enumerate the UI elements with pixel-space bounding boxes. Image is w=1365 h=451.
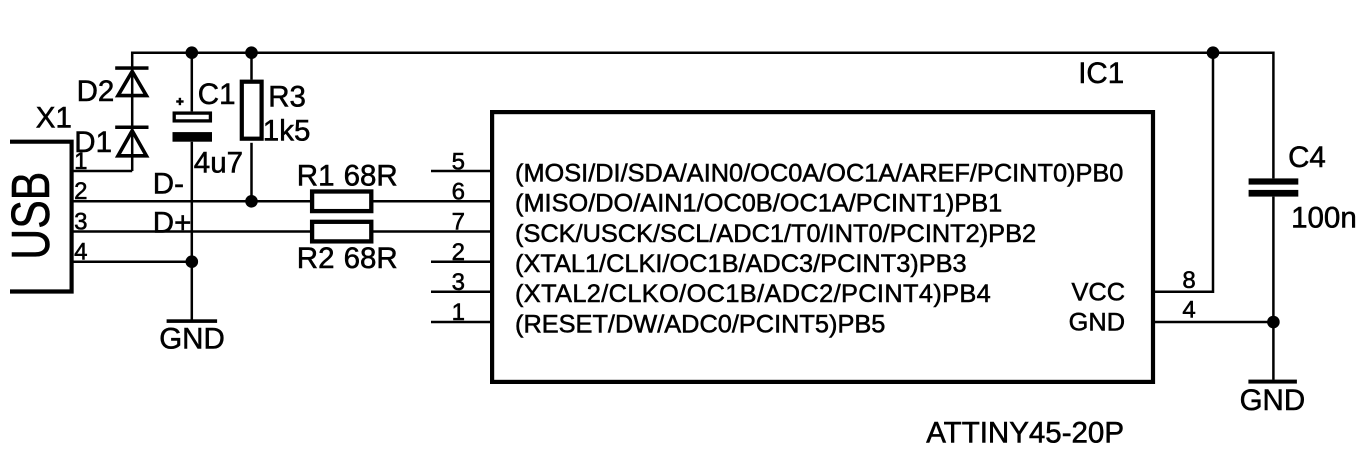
svg-text:D+: D+ (153, 207, 192, 240)
svg-text:4: 4 (1182, 296, 1195, 323)
svg-text:D2: D2 (77, 75, 115, 108)
svg-text:X1: X1 (36, 101, 72, 134)
svg-text:1: 1 (452, 299, 465, 326)
svg-text:68R: 68R (344, 159, 398, 192)
svg-text:VCC: VCC (1071, 278, 1125, 306)
svg-text:(RESET/DW/ADC0/PCINT5)PB5: (RESET/DW/ADC0/PCINT5)PB5 (515, 310, 885, 338)
svg-text:3: 3 (74, 208, 87, 235)
svg-text:D1: D1 (74, 126, 112, 159)
svg-text:7: 7 (452, 209, 465, 236)
svg-text:4u7: 4u7 (194, 147, 243, 180)
svg-text:8: 8 (1182, 267, 1195, 294)
svg-text:68R: 68R (344, 242, 398, 275)
svg-text:C1: C1 (198, 78, 236, 111)
svg-text:(XTAL1/CLKI/OC1B/ADC3/PCINT3)P: (XTAL1/CLKI/OC1B/ADC3/PCINT3)PB3 (515, 250, 967, 278)
svg-text:(SCK/USCK/SCL/ADC1/T0/INT0/PCI: (SCK/USCK/SCL/ADC1/T0/INT0/PCINT2)PB2 (515, 220, 1036, 248)
svg-text:GND: GND (1069, 308, 1125, 336)
svg-text:100n: 100n (1291, 202, 1357, 235)
svg-text:4: 4 (74, 239, 87, 266)
svg-text:USB: USB (1, 172, 61, 260)
svg-text:1k5: 1k5 (263, 115, 311, 148)
svg-text:2: 2 (452, 239, 465, 266)
svg-text:3: 3 (452, 269, 465, 296)
svg-text:(MISO/DO/AIN1/OC0B/OC1A/PCINT1: (MISO/DO/AIN1/OC0B/OC1A/PCINT1)PB1 (515, 190, 1002, 218)
svg-text:6: 6 (452, 179, 465, 206)
svg-text:(MOSI/DI/SDA/AIN0/OC0A/OC1A/AR: (MOSI/DI/SDA/AIN0/OC0A/OC1A/AREF/PCINT0)… (515, 159, 1123, 187)
svg-text:R3: R3 (268, 81, 306, 114)
svg-text:ATTINY45-20P: ATTINY45-20P (926, 416, 1124, 449)
svg-text:R1: R1 (297, 159, 335, 192)
svg-text:5: 5 (452, 148, 465, 175)
svg-text:D-: D- (153, 168, 184, 201)
svg-text:1: 1 (74, 148, 87, 175)
svg-text:(XTAL2/CLKO/OC1B/ADC2/PCINT4)P: (XTAL2/CLKO/OC1B/ADC2/PCINT4)PB4 (515, 280, 991, 308)
svg-text:2: 2 (74, 178, 87, 205)
svg-text:GND: GND (1240, 384, 1306, 417)
svg-text:R2: R2 (297, 242, 335, 275)
svg-text:C4: C4 (1288, 141, 1326, 174)
svg-text:IC1: IC1 (1078, 57, 1124, 90)
svg-text:GND: GND (159, 323, 225, 356)
